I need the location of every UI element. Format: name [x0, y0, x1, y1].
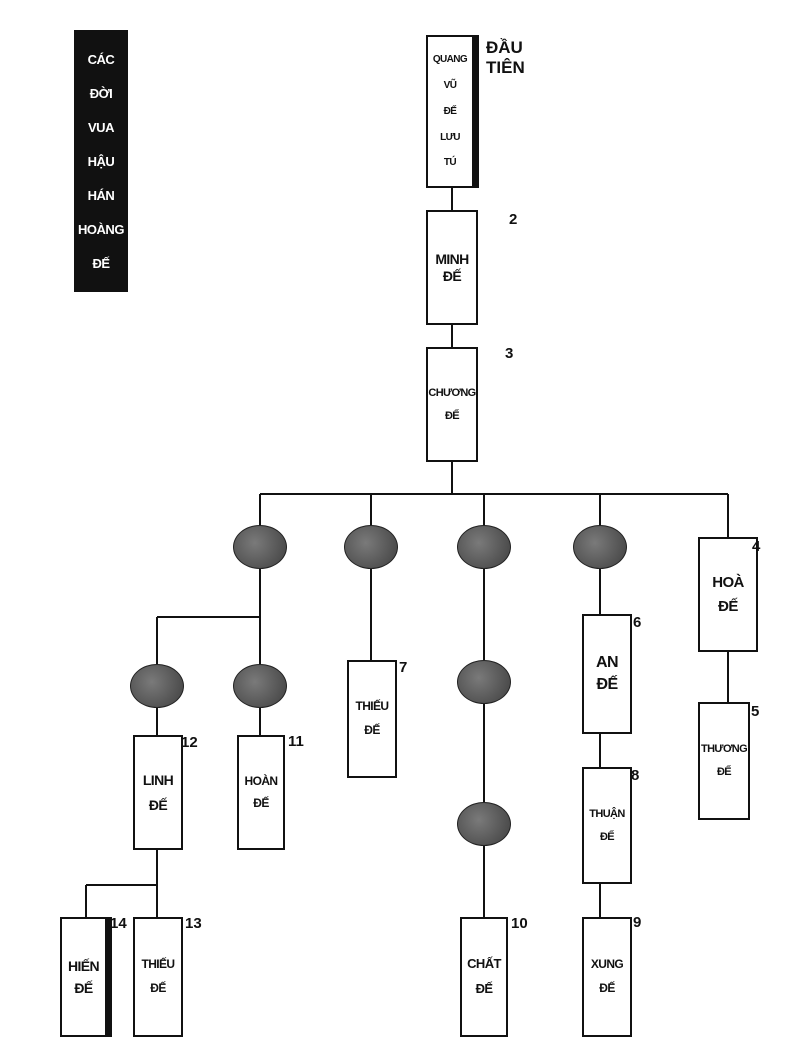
node-thieu-de-7: THIẾU ĐẾ: [347, 660, 397, 778]
unnamed-ancestor-marker: [457, 802, 511, 846]
node-thuan-de: THUẬN ĐẾ: [582, 767, 632, 884]
order-number: 5: [751, 703, 760, 720]
unnamed-ancestor-marker: [344, 525, 398, 569]
unnamed-ancestor-marker: [457, 525, 511, 569]
node-label: THIẾU: [355, 699, 389, 714]
node-label: ĐẾ: [444, 409, 460, 422]
node-label: THIẾU: [141, 957, 175, 972]
title-line: HẬU: [87, 153, 115, 169]
title-line: HÁN: [87, 187, 115, 203]
title-line: HOÀNG: [78, 221, 124, 237]
order-number: 8: [631, 767, 640, 784]
node-hoan-de: HOÀN ĐẾ: [237, 735, 285, 850]
node-minh-de: MINH ĐẾ: [426, 210, 478, 325]
chart-title-box: CÁC ĐỜI VUA HẬU HÁN HOÀNG ĐẾ: [74, 30, 128, 292]
order-number: 6: [633, 614, 642, 631]
note-line: TIÊN: [486, 57, 525, 77]
order-number: 11: [288, 733, 304, 750]
node-label: ĐẾ: [150, 981, 166, 995]
node-label: MINH: [435, 251, 469, 268]
order-number: 7: [399, 659, 408, 676]
node-label: ĐẾ: [716, 766, 732, 778]
node-label: HIẾN: [67, 957, 100, 974]
node-chat-de: CHẤT ĐẾ: [460, 917, 508, 1037]
title-line: ĐẾ: [92, 255, 110, 271]
order-number: 12: [181, 734, 198, 751]
node-label: VŨ: [443, 79, 457, 91]
node-label: ĐẾ: [74, 980, 93, 996]
node-label: ĐẾ: [718, 597, 738, 615]
node-thieu-de-13: THIẾU ĐẾ: [133, 917, 183, 1037]
node-label: ĐẾ: [148, 796, 168, 813]
node-label: LINH: [142, 772, 174, 789]
node-label: XUNG: [590, 957, 624, 972]
node-label: HOÀ: [712, 574, 744, 592]
node-label: ĐẾ: [364, 723, 380, 737]
node-label: THUẬN: [589, 807, 625, 820]
node-label: THƯƠNG: [700, 743, 748, 756]
node-label: ĐẾ: [253, 795, 269, 810]
note-line: ĐẦU: [486, 38, 523, 57]
node-hoa-de: HOÀ ĐẾ: [698, 537, 758, 652]
order-number: 9: [633, 914, 642, 931]
node-hien-de: HIẾN ĐẾ: [60, 917, 112, 1037]
node-an-de: AN ĐẾ: [582, 614, 632, 734]
unnamed-ancestor-marker: [573, 525, 627, 569]
unnamed-ancestor-marker: [457, 660, 511, 704]
node-linh-de: LINH ĐẾ: [133, 735, 183, 850]
node-label: HOÀN: [244, 773, 279, 788]
node-label: ĐẾ: [475, 981, 493, 996]
node-thuong-de: THƯƠNG ĐẾ: [698, 702, 750, 820]
order-number: 10: [511, 915, 528, 932]
node-label: CHẤT: [467, 956, 501, 972]
unnamed-ancestor-marker: [233, 664, 287, 708]
node-label: CHƯƠNG: [428, 386, 476, 399]
unnamed-ancestor-marker: [130, 664, 184, 708]
order-number: 14: [110, 915, 127, 932]
node-label: AN: [596, 653, 619, 671]
node-label: ĐẾ: [596, 676, 618, 693]
node-label: QUANG: [432, 54, 468, 66]
title-line: ĐỜI: [89, 85, 113, 101]
node-label: TÚ: [443, 157, 457, 169]
first-emperor-note: ĐẦU TIÊN: [486, 38, 525, 77]
order-number: 4: [752, 538, 761, 555]
node-label: ĐẾ: [599, 981, 615, 995]
node-chuong-de: CHƯƠNG ĐẾ: [426, 347, 478, 462]
node-label: ĐẾ: [443, 105, 457, 117]
order-number: 3: [505, 345, 514, 362]
node-label: LƯU: [440, 131, 460, 143]
node-xung-de: XUNG ĐẾ: [582, 917, 632, 1037]
title-line: VUA: [88, 119, 114, 135]
order-number: 2: [509, 211, 518, 228]
title-line: CÁC: [87, 51, 115, 67]
node-label: ĐẾ: [442, 267, 462, 284]
node-quang-vu-de: QUANG VŨ ĐẾ LƯU TÚ: [426, 35, 479, 188]
order-number: 13: [185, 915, 202, 932]
node-label: ĐẾ: [599, 830, 615, 843]
unnamed-ancestor-marker: [233, 525, 287, 569]
